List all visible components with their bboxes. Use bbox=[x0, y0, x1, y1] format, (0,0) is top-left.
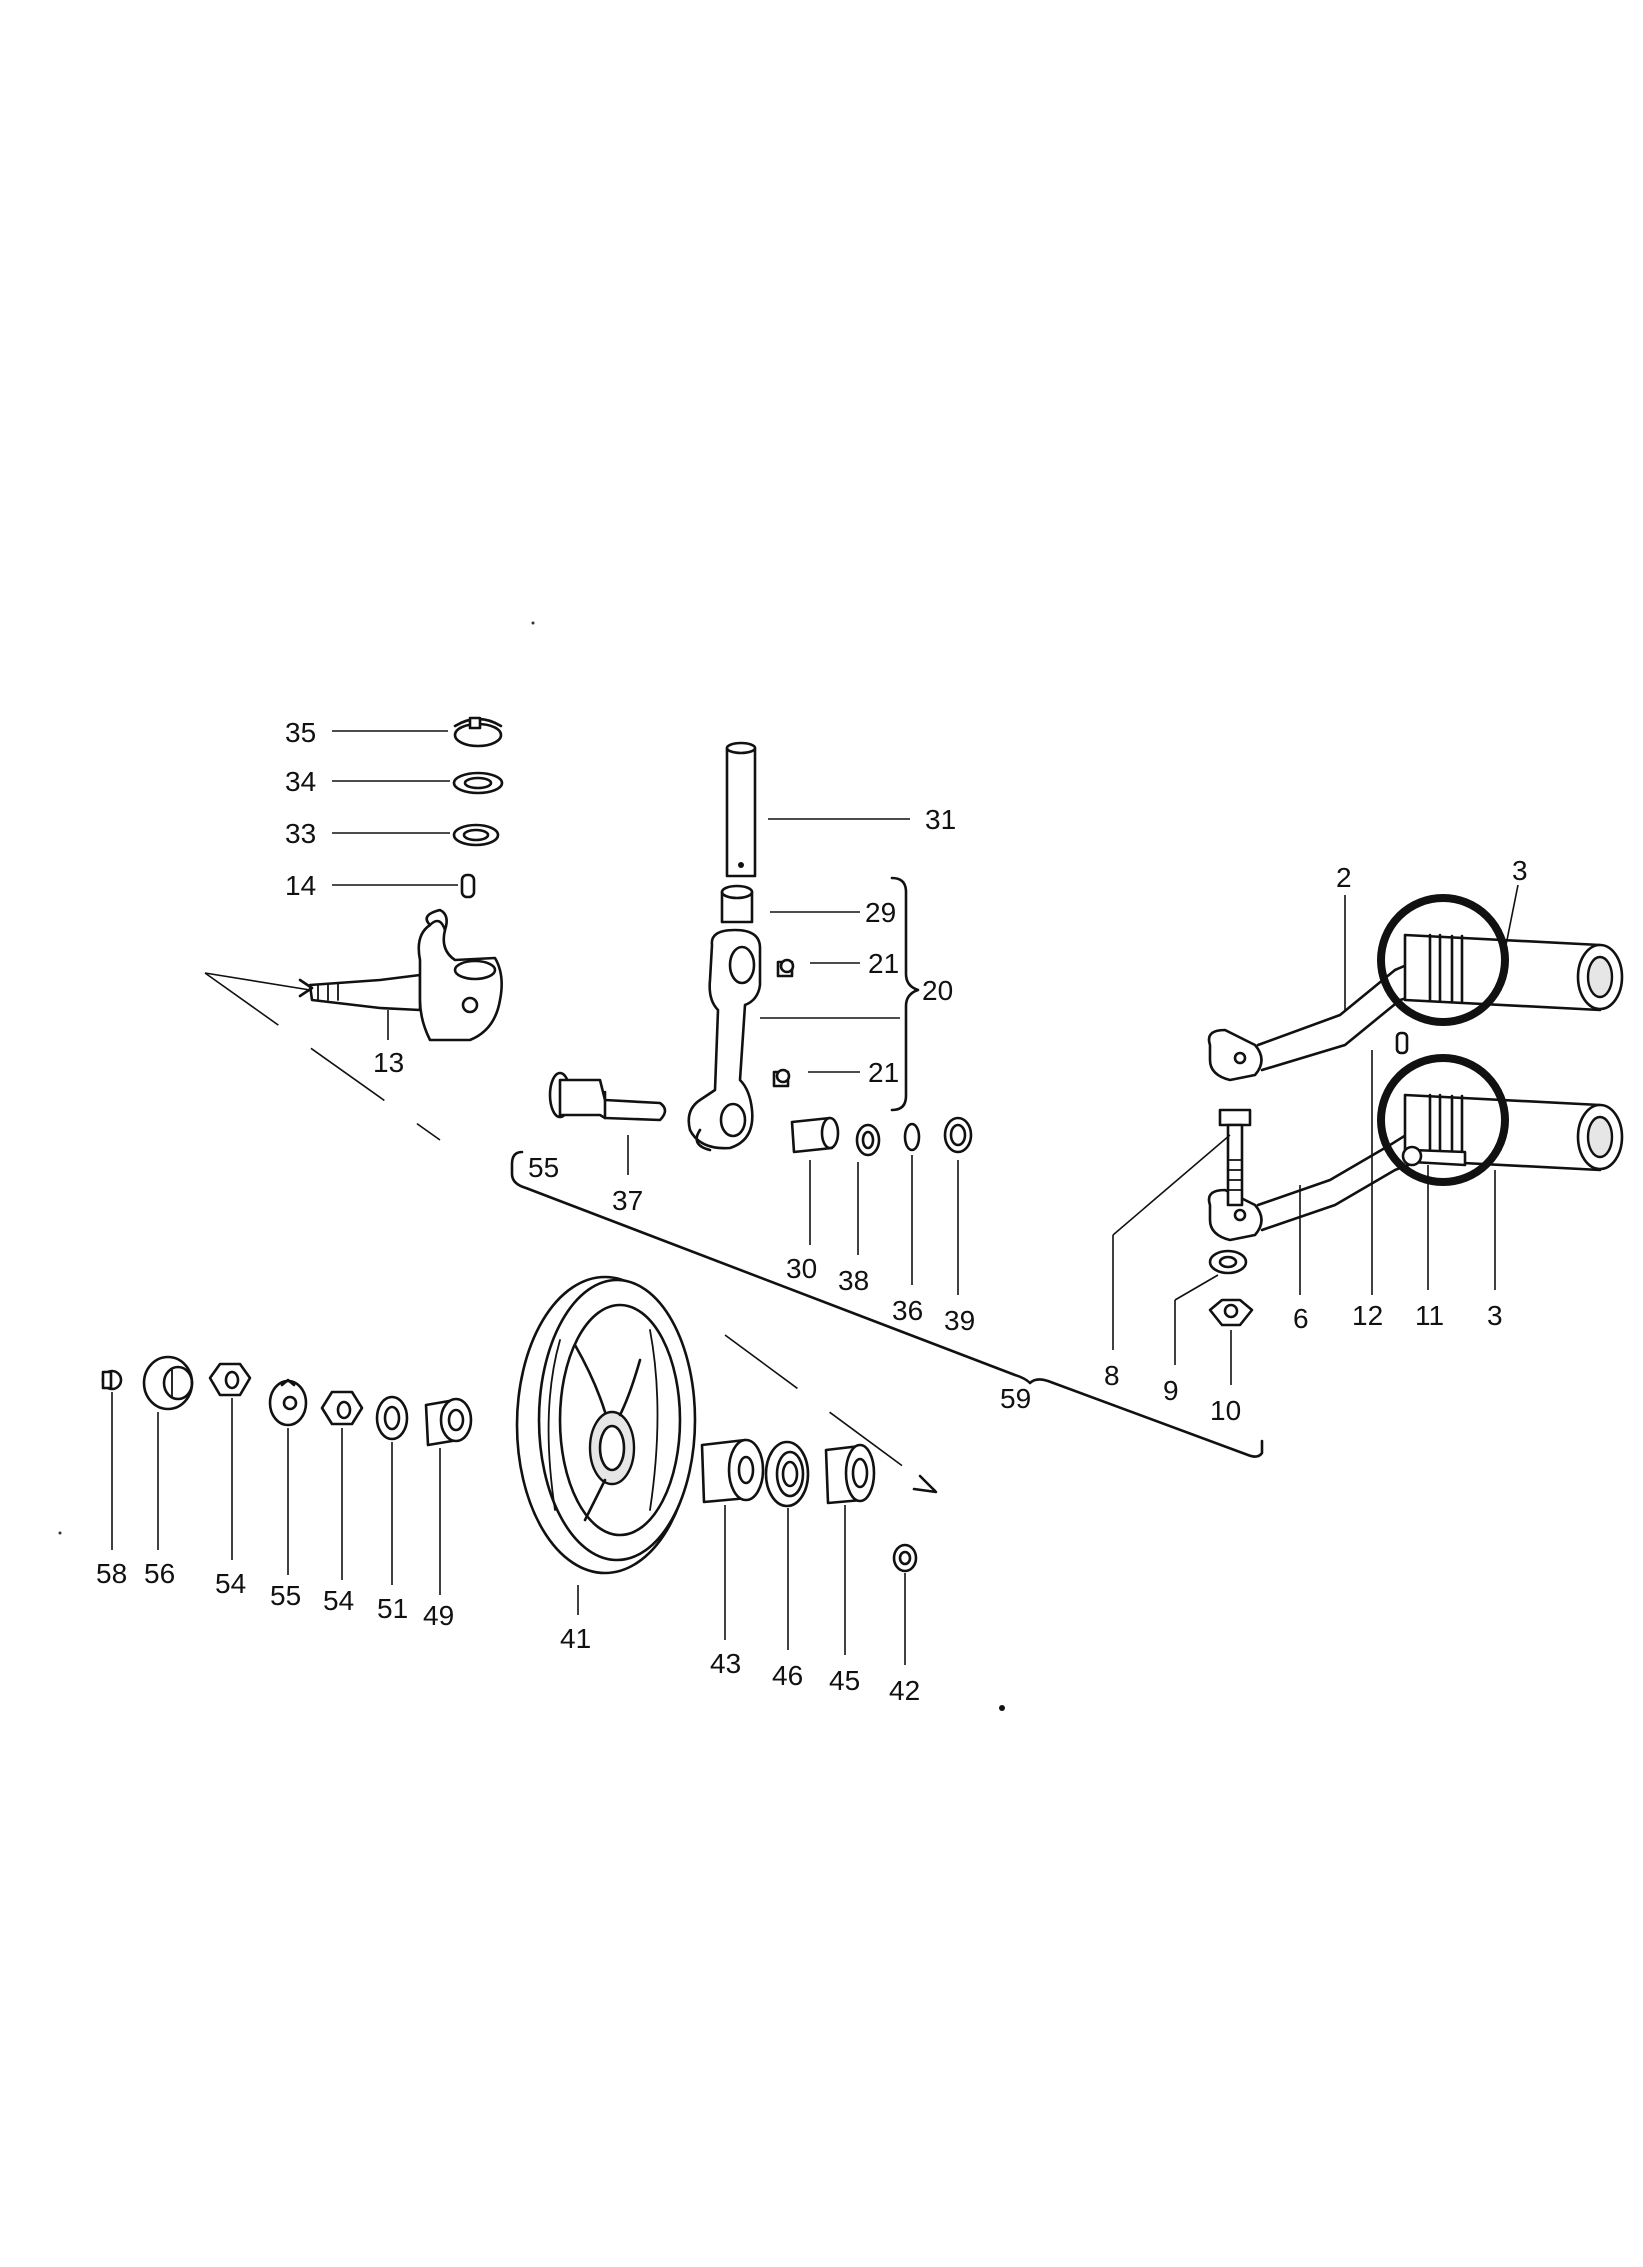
part-30-bushing bbox=[790, 1116, 840, 1154]
part-45-bushing bbox=[824, 1443, 876, 1505]
label-12: 12 bbox=[1352, 1300, 1383, 1331]
label-37: 37 bbox=[612, 1185, 643, 1216]
part-43-bearing bbox=[700, 1438, 765, 1504]
part-11-clamp-bolt bbox=[1401, 1145, 1467, 1167]
label-8: 8 bbox=[1104, 1360, 1120, 1391]
part-42-cap bbox=[892, 1543, 918, 1573]
label-42: 42 bbox=[889, 1675, 920, 1706]
label-21a: 21 bbox=[868, 948, 899, 979]
part-35-nut bbox=[453, 716, 503, 748]
label-39: 39 bbox=[944, 1305, 975, 1336]
label-45: 45 bbox=[829, 1665, 860, 1696]
arrow-13 bbox=[204, 972, 311, 991]
label-30: 30 bbox=[786, 1253, 817, 1284]
part-12-pin bbox=[1395, 1031, 1409, 1055]
part-56-hub-cap bbox=[142, 1355, 194, 1411]
label-3a: 3 bbox=[1512, 855, 1528, 886]
label-36: 36 bbox=[892, 1295, 923, 1326]
part-41-brake-drum bbox=[515, 1275, 697, 1575]
part-46-seal bbox=[764, 1440, 810, 1508]
label-10: 10 bbox=[1210, 1395, 1241, 1426]
part-39-nut bbox=[943, 1116, 973, 1154]
label-54a: 54 bbox=[215, 1568, 246, 1599]
label-29: 29 bbox=[865, 897, 896, 928]
label-11: 11 bbox=[1415, 1300, 1444, 1331]
part-49-bearing bbox=[424, 1397, 473, 1447]
label-13: 13 bbox=[373, 1047, 404, 1078]
part-8-bolt bbox=[1218, 1108, 1252, 1207]
part-58-cap bbox=[101, 1369, 123, 1391]
part-14-pin bbox=[460, 873, 476, 899]
label-9: 9 bbox=[1163, 1375, 1179, 1406]
part-55b-lock-plate bbox=[268, 1378, 308, 1427]
label-38: 38 bbox=[838, 1265, 869, 1296]
label-34: 34 bbox=[285, 766, 316, 797]
part-3a-sleeve bbox=[1403, 933, 1624, 1012]
label-56: 56 bbox=[144, 1558, 175, 1589]
bracket-59 bbox=[510, 1150, 1264, 1458]
part-37-bolt bbox=[548, 1071, 667, 1122]
part-51-washer bbox=[375, 1395, 409, 1441]
label-58: 58 bbox=[96, 1558, 127, 1589]
label-51: 51 bbox=[377, 1593, 408, 1624]
part-number-labels: 35 34 33 14 13 31 29 21 20 21 55 37 30 3… bbox=[96, 717, 1528, 1706]
label-55a: 55 bbox=[528, 1152, 559, 1183]
label-49: 49 bbox=[423, 1600, 454, 1631]
bracket-20 bbox=[890, 876, 920, 1112]
label-59: 59 bbox=[1000, 1383, 1031, 1414]
part-33-washer bbox=[452, 823, 500, 847]
label-33: 33 bbox=[285, 818, 316, 849]
arrow-13-head bbox=[298, 978, 314, 998]
part-10-nut bbox=[1208, 1298, 1254, 1327]
label-6: 6 bbox=[1293, 1303, 1309, 1334]
part-20-steering-knuckle bbox=[687, 928, 762, 1152]
part-21a-grease-nipple bbox=[776, 958, 795, 978]
part-54a-nut bbox=[208, 1362, 252, 1397]
part-34-washer bbox=[452, 771, 504, 795]
label-2: 2 bbox=[1336, 862, 1352, 893]
label-46: 46 bbox=[772, 1660, 803, 1691]
part-9-lock-washer bbox=[1208, 1249, 1248, 1275]
label-21b: 21 bbox=[868, 1057, 899, 1088]
part-21b-grease-nipple bbox=[772, 1068, 791, 1088]
part-36-ring bbox=[903, 1122, 921, 1152]
dashed-line-41 bbox=[724, 1334, 936, 1491]
part-38-washer bbox=[855, 1123, 881, 1157]
label-54b: 54 bbox=[323, 1585, 354, 1616]
part-54b-nut bbox=[320, 1390, 364, 1426]
part-13-steering-arm bbox=[308, 908, 503, 1042]
dashed-line-13 bbox=[204, 972, 441, 1141]
highlight-ring-3a bbox=[1377, 894, 1509, 1026]
label-31: 31 bbox=[925, 804, 956, 835]
part-2-tie-rod bbox=[1207, 953, 1437, 1082]
highlight-ring-3b bbox=[1377, 1054, 1509, 1186]
label-41: 41 bbox=[560, 1623, 591, 1654]
label-20: 20 bbox=[922, 975, 953, 1006]
label-3b: 3 bbox=[1487, 1300, 1503, 1331]
label-43: 43 bbox=[710, 1648, 741, 1679]
label-35: 35 bbox=[285, 717, 316, 748]
part-31-king-pin bbox=[725, 741, 757, 878]
label-14: 14 bbox=[285, 870, 316, 901]
arrow-41-head bbox=[912, 1474, 938, 1494]
part-29-bushing bbox=[720, 884, 754, 924]
label-55b: 55 bbox=[270, 1580, 301, 1611]
